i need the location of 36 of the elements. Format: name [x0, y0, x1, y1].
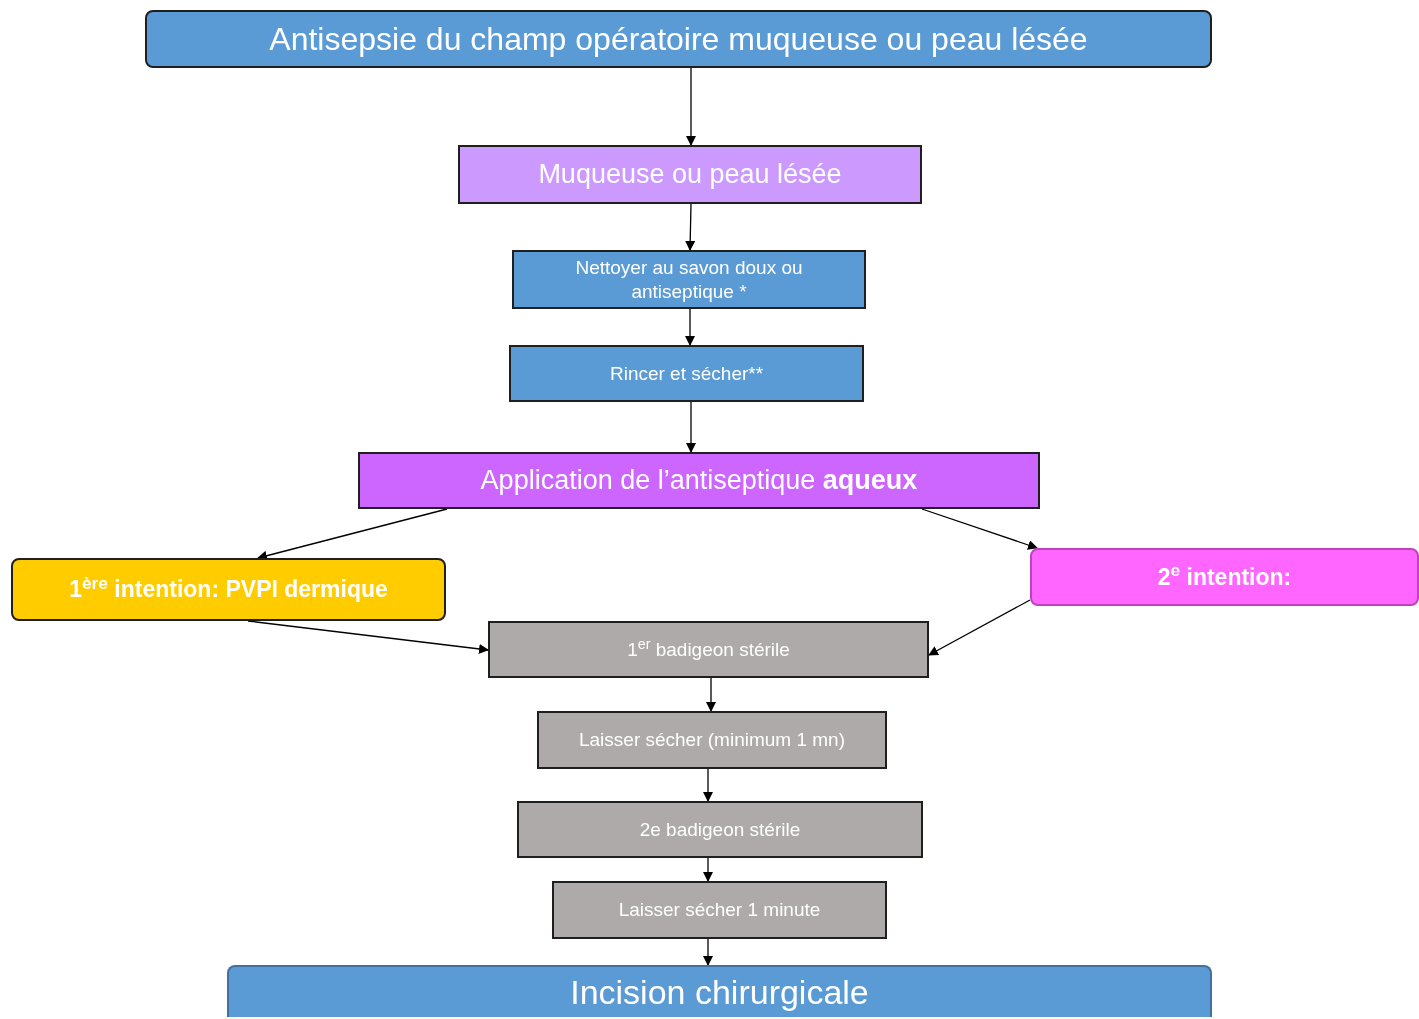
box-label: Application de l’antiseptique aqueux	[480, 463, 918, 497]
arrow	[921, 508, 1038, 550]
process-box	[145, 10, 1212, 68]
process-box	[11, 558, 446, 621]
arrow	[703, 768, 713, 802]
arrow	[703, 938, 713, 966]
box-label: 1$^{er}$ badigeon stérile	[627, 637, 790, 662]
process-box	[537, 711, 887, 769]
arrow	[686, 67, 696, 146]
box-label: Incision chirurgicale	[570, 971, 869, 1013]
process-box	[488, 621, 929, 678]
arrow	[247, 620, 489, 654]
box-label: Muqueuse ou peau lésée	[538, 157, 842, 191]
arrow	[686, 401, 696, 453]
arrow	[685, 308, 695, 346]
process-box	[517, 801, 923, 858]
box-label: 2$^{e}$ intention:	[1157, 562, 1292, 592]
box-label: Antisepsie du champ opératoire muqueuse ou peau lésée	[269, 20, 1088, 59]
box-label: Laisser sécher 1 minute	[618, 898, 821, 922]
process-box	[512, 250, 866, 309]
box-label: 1$^{ère}$ intention: PVPI dermique	[69, 575, 388, 604]
box-label: Nettoyer au savon doux ou antiseptique *	[574, 255, 804, 304]
box-label: 2e badigeon stérile	[639, 817, 801, 842]
process-box	[458, 145, 922, 204]
arrow	[928, 599, 1031, 656]
arrow	[257, 508, 448, 561]
arrow	[706, 677, 716, 712]
process-box	[1030, 548, 1419, 606]
process-box	[509, 345, 864, 402]
box-label: Laisser sécher (minimum 1 mn)	[578, 728, 846, 752]
arrow	[685, 203, 696, 251]
process-box	[227, 965, 1212, 1017]
arrow	[703, 857, 713, 882]
process-box	[358, 452, 1040, 509]
box-label: Rincer et sécher**	[609, 361, 764, 386]
process-box	[552, 881, 887, 939]
